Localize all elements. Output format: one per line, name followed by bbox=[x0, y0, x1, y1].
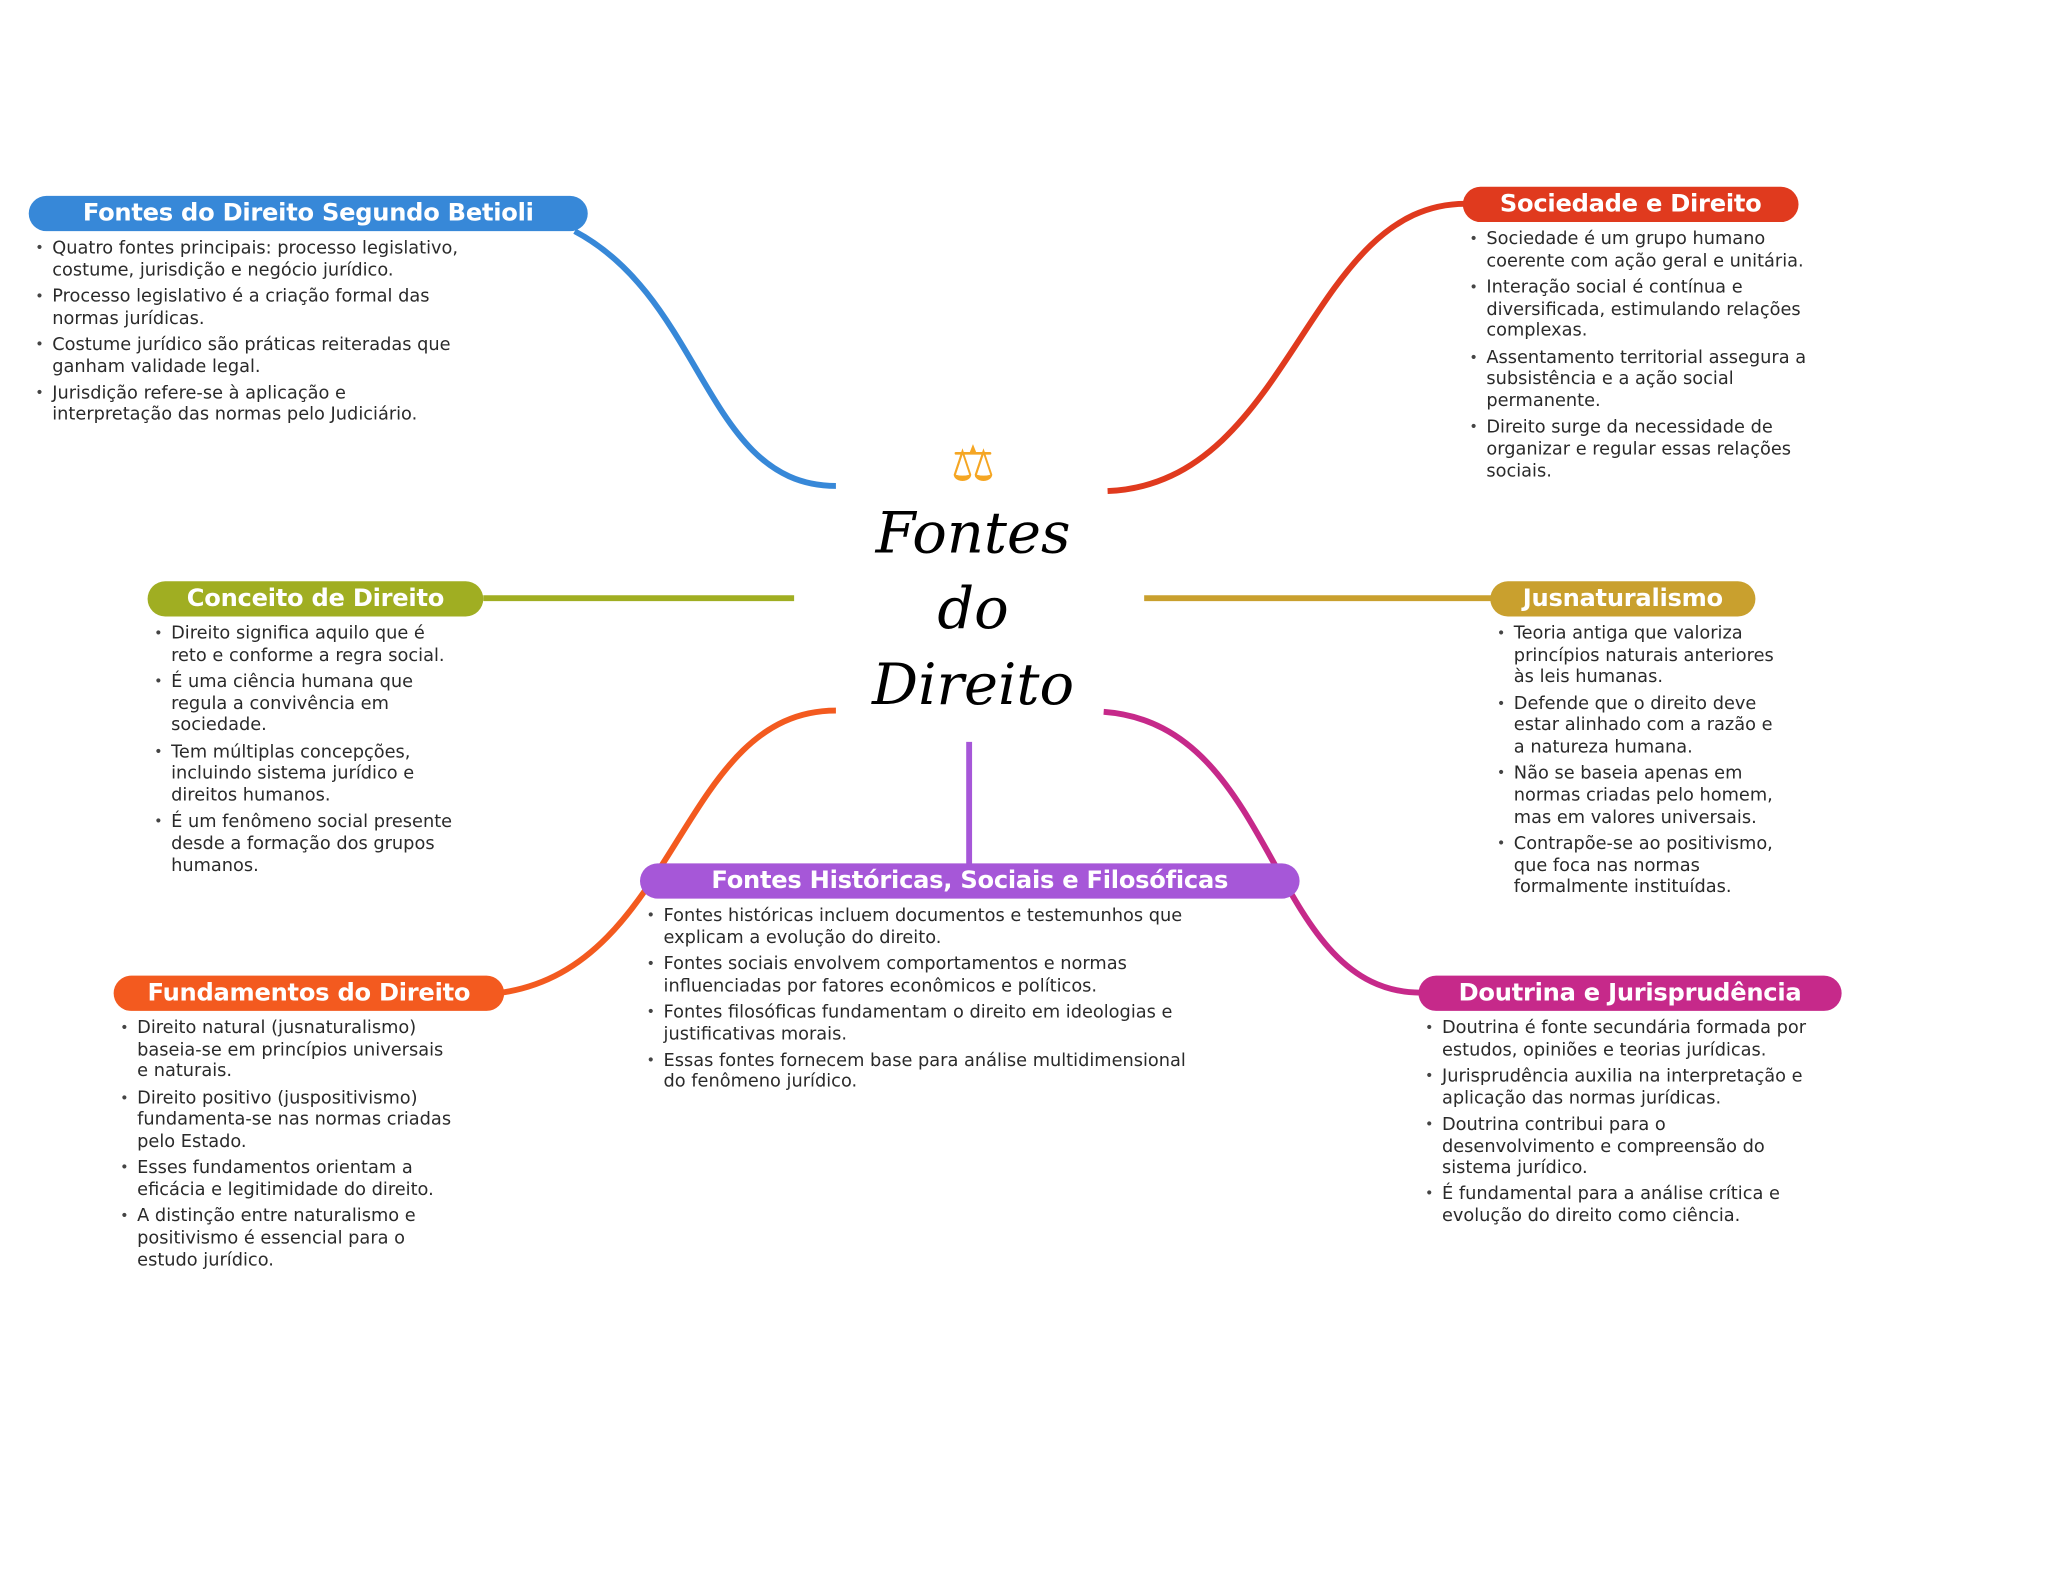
central-title-line: Fontes bbox=[875, 500, 1071, 567]
list-item: Sociedade é um grupo humano coerente com… bbox=[1469, 229, 1806, 273]
list-item: Interação social é contínua e diversific… bbox=[1469, 277, 1806, 342]
bullet-list: Doutrina é fonte secundária formada por … bbox=[1418, 1017, 1814, 1227]
list-item: Doutrina é fonte secundária formada por … bbox=[1425, 1017, 1814, 1061]
list-item: Contrapõe-se ao positivismo, que foca na… bbox=[1497, 833, 1782, 898]
bullet-list: Quatro fontes principais: processo legis… bbox=[29, 238, 470, 426]
connector-doutrina bbox=[1103, 708, 1422, 996]
scales-of-justice-icon: ⚖ bbox=[950, 434, 996, 493]
branch-jusnaturalismo: Jusnaturalismo Teoria antiga que valoriz… bbox=[1490, 581, 1781, 903]
list-item: É um fenômeno social presente desde a fo… bbox=[154, 811, 465, 876]
topic-jusnaturalismo[interactable]: Jusnaturalismo bbox=[1490, 581, 1756, 617]
list-item: Direito significa aquilo que é reto e co… bbox=[154, 623, 465, 667]
branch-sociedade: Sociedade e Direito Sociedade é um grupo… bbox=[1462, 186, 1807, 487]
branch-betioli: Fontes do Direito Segundo Betioli Quatro… bbox=[28, 195, 588, 431]
list-item: Processo legislativo é a criação formal … bbox=[35, 286, 470, 330]
list-item: Quatro fontes principais: processo legis… bbox=[35, 238, 470, 282]
list-item: Costume jurídico são práticas reiteradas… bbox=[35, 334, 470, 378]
list-item: Doutrina contribui para o desenvolviment… bbox=[1425, 1114, 1814, 1179]
list-item: Defende que o direito deve estar alinhad… bbox=[1497, 693, 1782, 758]
list-item: A distinção entre naturalismo e positivi… bbox=[120, 1206, 457, 1271]
topic-conceito[interactable]: Conceito de Direito bbox=[147, 581, 484, 617]
list-item: Fontes históricas incluem documentos e t… bbox=[647, 905, 1186, 949]
topic-doutrina[interactable]: Doutrina e Jurisprudência bbox=[1418, 975, 1842, 1011]
bullet-list: Direito natural (jusnaturalismo) baseia-… bbox=[114, 1017, 458, 1271]
list-item: Jurisprudência auxilia na interpretação … bbox=[1425, 1066, 1814, 1110]
list-item: Jurisdição refere-se à aplicação e inter… bbox=[35, 382, 470, 426]
list-item: Direito surge da necessidade de organiza… bbox=[1469, 417, 1806, 482]
central-title-line: do bbox=[937, 575, 1009, 643]
connector-fundamentos bbox=[501, 707, 836, 996]
list-item: É fundamental para a análise crítica e e… bbox=[1425, 1184, 1814, 1228]
list-item: É uma ciência humana que regula a conviv… bbox=[154, 671, 465, 736]
connector-sociedade bbox=[1107, 200, 1466, 495]
topic-sociedade[interactable]: Sociedade e Direito bbox=[1462, 186, 1799, 223]
list-item: Esses fundamentos orientam a eficácia e … bbox=[120, 1158, 457, 1202]
list-item: Essas fontes fornecem base para análise … bbox=[647, 1050, 1186, 1094]
list-item: Tem múltiplas concepções, incluindo sist… bbox=[154, 741, 465, 806]
connector-betioli bbox=[573, 228, 836, 489]
bullet-list: Fontes históricas incluem documentos e t… bbox=[640, 905, 1186, 1093]
bullet-list: Direito significa aquilo que é reto e co… bbox=[148, 623, 465, 877]
list-item: Não se baseia apenas em normas criadas p… bbox=[1497, 763, 1782, 828]
list-item: Fontes sociais envolvem comportamentos e… bbox=[647, 953, 1186, 997]
topic-historicas[interactable]: Fontes Históricas, Sociais e Filosóficas bbox=[639, 863, 1300, 899]
list-item: Direito natural (jusnaturalismo) baseia-… bbox=[120, 1017, 457, 1082]
list-item: Teoria antiga que valoriza princípios na… bbox=[1497, 623, 1782, 688]
bullet-list: Sociedade é um grupo humano coerente com… bbox=[1463, 229, 1807, 483]
branch-doutrina: Doutrina e Jurisprudência Doutrina é fon… bbox=[1418, 975, 1842, 1232]
central-topic[interactable]: ⚖ Fontes do Direito bbox=[836, 431, 1110, 724]
branch-conceito: Conceito de Direito Direito significa aq… bbox=[147, 581, 484, 881]
branch-historicas: Fontes Históricas, Sociais e Filosóficas… bbox=[639, 863, 1300, 1098]
list-item: Assentamento territorial assegura a subs… bbox=[1469, 347, 1806, 412]
bullet-list: Teoria antiga que valoriza princípios na… bbox=[1490, 623, 1781, 899]
topic-fundamentos[interactable]: Fundamentos do Direito bbox=[113, 975, 505, 1011]
topic-betioli[interactable]: Fontes do Direito Segundo Betioli bbox=[28, 195, 588, 232]
branch-fundamentos: Fundamentos do Direito Direito natural (… bbox=[113, 975, 505, 1276]
central-title-line: Direito bbox=[872, 651, 1075, 719]
list-item: Fontes filosóficas fundamentam o direito… bbox=[647, 1002, 1186, 1046]
list-item: Direito positivo (juspositivismo) fundam… bbox=[120, 1087, 457, 1152]
